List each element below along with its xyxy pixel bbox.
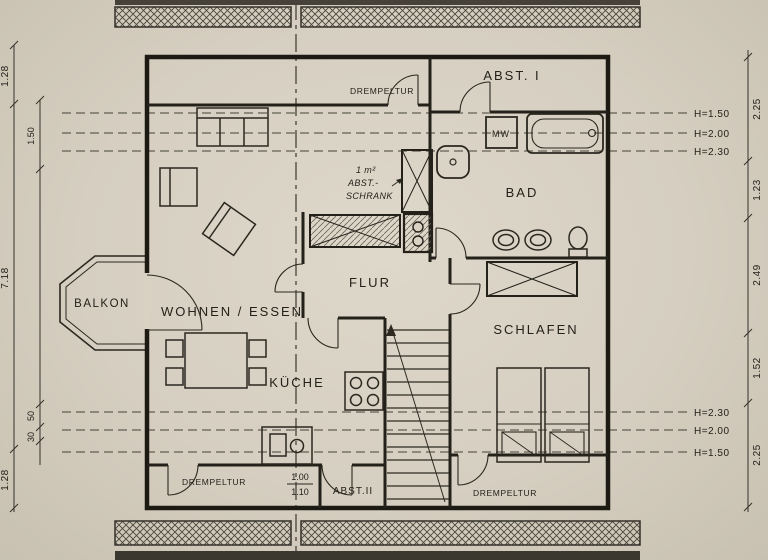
storage-closet-icon	[401, 149, 433, 213]
roof-height-labels: H=1.50 H=2.00 H=2.30 H=2.30 H=2.00 H=1.5…	[694, 109, 730, 459]
dim-right-3: 2.49	[752, 264, 763, 285]
sofa-icon	[196, 107, 269, 147]
label-schrank-line2: ABST.-	[347, 178, 379, 188]
armchair-icon-2	[201, 201, 257, 257]
dim-left-inner-3: 30	[26, 432, 36, 442]
room-label-abst1: ABST. I	[483, 68, 540, 83]
height-label-top-1: H=1.50	[694, 109, 730, 120]
stairs-direction-arrow	[386, 324, 396, 336]
dim-left-outer-1: 1.28	[0, 65, 11, 86]
room-label-balkon: BALKON	[74, 298, 130, 310]
label-drempeltur-bottom-left: DREMPELTUR	[182, 477, 246, 487]
dim-chain-left-outer	[9, 40, 19, 513]
room-label-flur: FLUR	[349, 275, 391, 290]
washbasin-icon	[436, 145, 470, 179]
stair-width-label-1: 1.00	[291, 472, 309, 482]
dim-chain-left-outer-labels: 1.28 7.18 1.28	[0, 65, 11, 490]
height-label-top-2: H=2.00	[694, 129, 730, 140]
height-label-bottom-1: H=2.30	[694, 408, 730, 419]
chimney-icon	[402, 212, 434, 254]
roof-hatch-band-bottom	[114, 520, 641, 560]
wardrobe-flur-icon	[309, 214, 401, 248]
label-washing-machine: MW	[492, 129, 510, 139]
dim-chain-right-labels: 2.25 1.23 2.49 1.52 2.25	[752, 98, 763, 465]
dim-right-4: 1.52	[752, 357, 763, 378]
label-drempeltur-bottom-right: DREMPELTUR	[473, 488, 537, 498]
stairs	[386, 324, 449, 503]
wardrobe-schlafen-icon	[486, 261, 578, 297]
room-labels: ABST. I BAD SCHLAFEN FLUR WOHNEN / ESSEN…	[74, 68, 578, 497]
dim-left-outer-2: 7.18	[0, 267, 11, 288]
bed-icons	[496, 367, 590, 463]
toilet-icon	[568, 226, 588, 258]
dim-right-5: 2.25	[752, 444, 763, 465]
door-arcs	[146, 74, 491, 496]
washing-machine-icon	[485, 116, 518, 149]
dim-left-inner-2: 50	[26, 411, 36, 421]
balcony-outline	[59, 255, 147, 351]
dim-left-outer-3: 1.28	[0, 469, 11, 490]
height-label-bottom-3: H=1.50	[694, 448, 730, 459]
dim-chain-left-inner-labels: 1.50 50 30	[26, 127, 36, 442]
dim-chain-left-inner	[35, 95, 45, 465]
height-label-top-3: H=2.30	[694, 147, 730, 158]
room-label-abst2: ABST.II	[333, 486, 373, 497]
annotations: DREMPELTUR DREMPELTUR DREMPELTUR 1 m² AB…	[182, 86, 537, 498]
dim-right-2: 1.23	[752, 179, 763, 200]
label-schrank-line1: 1 m²	[356, 165, 376, 175]
stove-icon	[344, 371, 384, 411]
room-label-wohnen-essen: WOHNEN / ESSEN	[161, 304, 303, 319]
height-label-bottom-2: H=2.00	[694, 426, 730, 437]
armchair-icon-1	[159, 167, 198, 207]
label-drempeltur-top: DREMPELTUR	[350, 86, 414, 96]
double-sink-icon	[492, 229, 552, 251]
bathtub-icon	[526, 113, 604, 154]
label-schrank-line3: SCHRANK	[346, 191, 393, 201]
dim-chain-right	[743, 50, 753, 512]
room-label-kueche: KÜCHE	[269, 375, 325, 390]
schrank-arrow	[396, 178, 403, 184]
stair-width-label-2: 1.10	[291, 487, 309, 497]
roof-hatch-band-top	[114, 0, 641, 28]
room-label-schlafen: SCHLAFEN	[493, 322, 578, 337]
dining-set-icon	[165, 332, 267, 389]
room-label-bad: BAD	[506, 185, 539, 200]
dim-left-inner-1: 1.50	[26, 127, 36, 145]
kitchen-cabinet-icon	[261, 426, 313, 465]
dim-right-1: 2.25	[752, 98, 763, 119]
